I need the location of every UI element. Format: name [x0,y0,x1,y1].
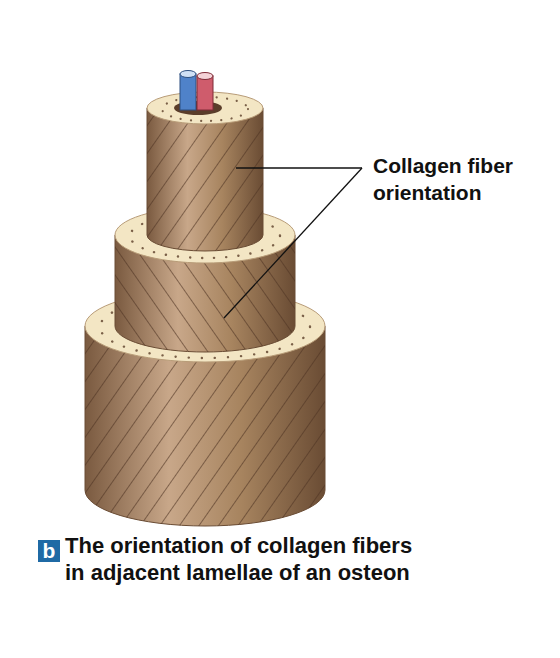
vein [180,74,196,110]
leader-line [224,168,362,318]
figure-caption: The orientation of collagen fibers in ad… [65,532,415,586]
callout-label: Collagen fiber orientation [373,152,533,206]
collagen-fibers [147,108,263,251]
figure-letter: b [38,540,60,562]
inner-lamella [147,108,263,251]
artery [197,76,213,110]
leader-line [236,167,362,168]
artery-end [197,73,213,80]
vein-end [180,71,196,78]
